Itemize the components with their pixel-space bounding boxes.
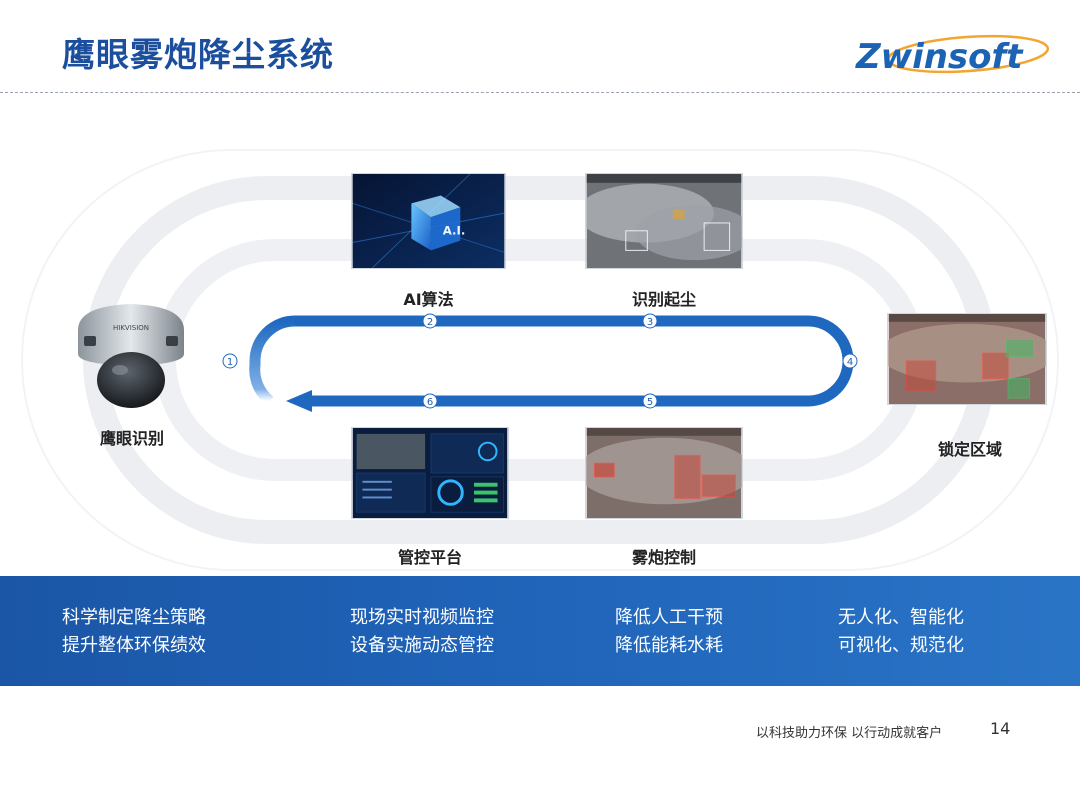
step-badge-6: 6 bbox=[422, 393, 438, 409]
benefit-line: 科学制定降尘策略 bbox=[62, 607, 206, 628]
step-label-eagle-eye: 鹰眼识别 bbox=[99, 429, 164, 448]
benefits-band: 科学制定降尘策略 提升整体环保绩效 现场实时视频监控 设备实施动态管控 降低人工… bbox=[0, 576, 1080, 686]
step-badge-1: 1 bbox=[222, 353, 238, 369]
step-label-lock-area: 锁定区域 bbox=[937, 440, 1002, 459]
benefit-item-reduction: 降低人工干预 降低能耗水耗 bbox=[615, 604, 723, 660]
page-title: 鹰眼雾炮降尘系统 bbox=[62, 35, 334, 74]
management-platform-image bbox=[351, 427, 509, 519]
benefit-line: 无人化、智能化 bbox=[838, 607, 964, 628]
footer-slogan: 以科技助力环保 以行动成就客户 bbox=[756, 726, 943, 741]
benefit-item-strategy: 科学制定降尘策略 提升整体环保绩效 bbox=[62, 604, 206, 660]
step-badge-3: 3 bbox=[642, 313, 658, 329]
svg-text:5: 5 bbox=[647, 397, 653, 408]
lock-area-image bbox=[887, 313, 1047, 405]
ai-algorithm-image: A.I. bbox=[351, 173, 506, 269]
dome-camera-image: HIKVISION bbox=[78, 304, 184, 408]
step-badge-2: 2 bbox=[422, 313, 438, 329]
svg-text:3: 3 bbox=[647, 317, 653, 328]
svg-text:Zwinsoft: Zwinsoft bbox=[855, 37, 1024, 77]
flow-arrow-path bbox=[295, 315, 854, 407]
step-badge-5: 5 bbox=[642, 393, 658, 409]
svg-text:6: 6 bbox=[427, 397, 433, 408]
benefit-item-monitoring: 现场实时视频监控 设备实施动态管控 bbox=[350, 604, 494, 660]
flow-arrowhead bbox=[286, 390, 312, 412]
benefit-line: 降低能耗水耗 bbox=[615, 635, 723, 656]
step-label-dust-recognition: 识别起尘 bbox=[631, 290, 696, 309]
svg-text:4: 4 bbox=[847, 357, 853, 368]
step-label-mist-cannon-control: 雾炮控制 bbox=[631, 548, 696, 567]
zwinsoft-logo: Zwinsoft bbox=[855, 34, 1050, 77]
title-divider bbox=[0, 92, 1080, 93]
svg-text:A.I.: A.I. bbox=[443, 224, 466, 238]
page-number: 14 bbox=[990, 719, 1011, 738]
mist-cannon-control-image bbox=[585, 427, 743, 519]
benefit-line: 降低人工干预 bbox=[615, 607, 723, 628]
benefit-line: 设备实施动态管控 bbox=[350, 635, 494, 656]
benefit-line: 提升整体环保绩效 bbox=[62, 635, 206, 656]
step-badge-4: 4 bbox=[842, 353, 858, 369]
svg-text:1: 1 bbox=[227, 357, 233, 368]
benefit-line: 现场实时视频监控 bbox=[350, 607, 494, 628]
step-label-management-platform: 管控平台 bbox=[397, 548, 462, 567]
dust-recognition-image bbox=[585, 173, 743, 269]
svg-text:2: 2 bbox=[427, 317, 433, 328]
benefit-item-automation: 无人化、智能化 可视化、规范化 bbox=[838, 604, 964, 660]
benefit-line: 可视化、规范化 bbox=[838, 635, 964, 656]
step-label-ai-algorithm: AI算法 bbox=[403, 290, 454, 309]
svg-text:HIKVISION: HIKVISION bbox=[113, 324, 149, 332]
